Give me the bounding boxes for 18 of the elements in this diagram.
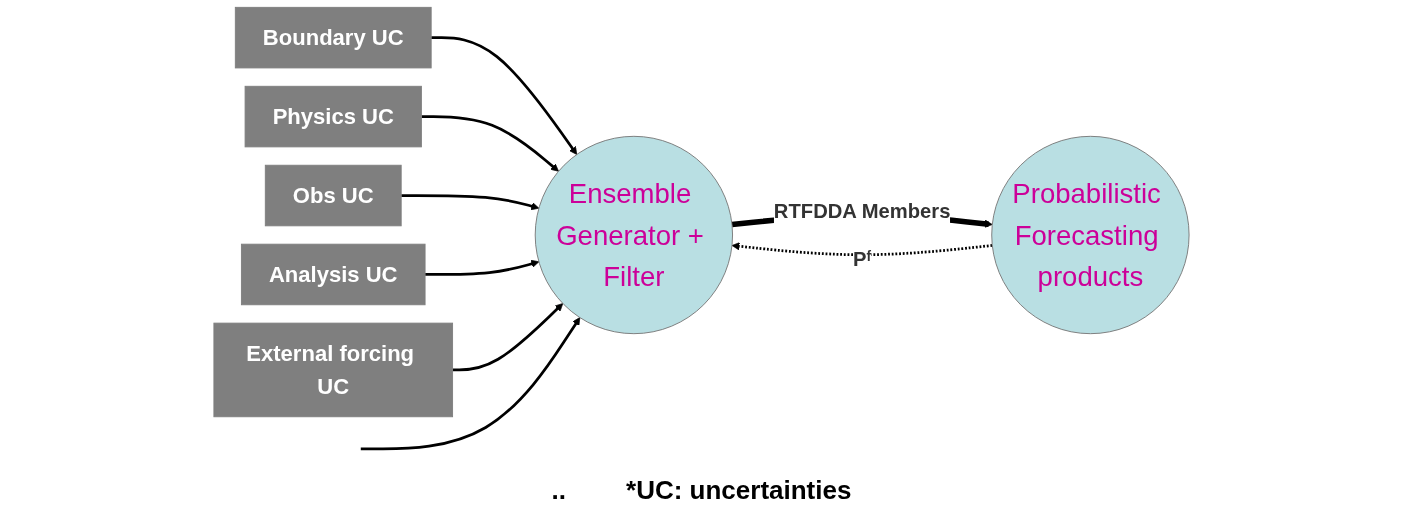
edge-label: RTFDDA Members [773, 199, 951, 223]
node-box: External forcing UC [213, 322, 454, 418]
arrow [401, 194, 540, 211]
arrow [421, 115, 559, 172]
node-box: Boundary UC [234, 6, 432, 69]
node-circle: Ensemble Generator + Filter [534, 135, 733, 335]
note-text: *UC: uncertainties [626, 475, 852, 506]
note-text: .. [551, 475, 567, 506]
arrow [731, 242, 993, 257]
node-box: Analysis UC [240, 243, 426, 306]
node-box: Physics UC [244, 85, 422, 148]
edge-label: Pᶠ [852, 247, 872, 271]
node-circle: Probabilistic Forecasting products [991, 135, 1190, 335]
node-box: Obs UC [264, 164, 402, 227]
arrow [452, 303, 564, 372]
arrow [425, 259, 540, 276]
arrow [360, 317, 581, 451]
arrow [431, 36, 578, 155]
